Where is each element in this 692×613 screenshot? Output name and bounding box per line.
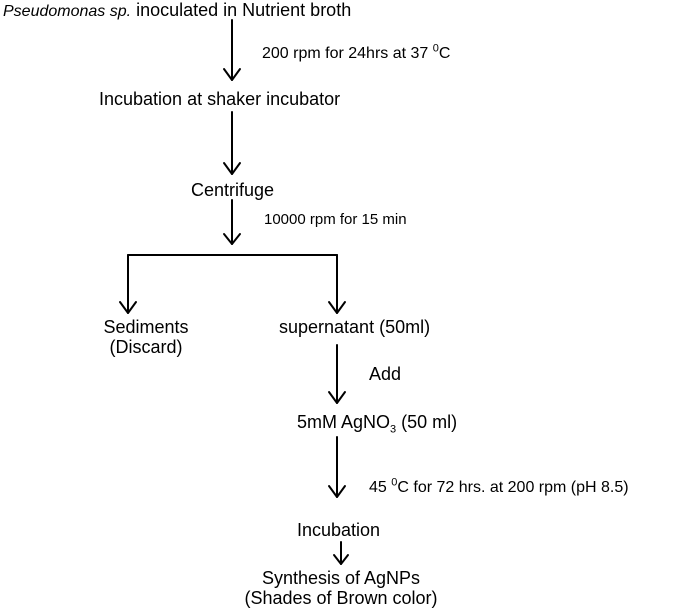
step-inoculation: Pseudomonas sp. inoculated in Nutrient b… — [3, 0, 351, 22]
condition-shaker-unit: C — [438, 45, 451, 62]
condition-centrifuge: 10000 rpm for 15 min — [264, 211, 407, 228]
step-supernatant: supernatant (50ml) — [279, 317, 431, 337]
condition-incubation-text: C for 72 hrs. at 200 rpm (pH 8.5) — [397, 479, 629, 496]
sediments-label: Sediments — [103, 317, 189, 337]
step-agno3: 5mM AgNO3 (50 ml) — [297, 412, 458, 435]
condition-incubation-prefix: 45 — [369, 479, 392, 496]
degree-superscript: 0 — [432, 42, 439, 55]
agno3-suffix: (50 ml) — [396, 412, 458, 432]
step-synthesis: Synthesis of AgNPs (Shades of Brown colo… — [231, 568, 451, 608]
step-shaker-incubation: Incubation at shaker incubator — [99, 89, 341, 109]
condition-shaker: 200 rpm for 24hrs at 37 0C — [262, 42, 451, 64]
step-centrifuge: Centrifuge — [191, 180, 275, 200]
label-add: Add — [369, 364, 402, 384]
arrow-to-sediments — [119, 254, 137, 314]
sediments-note: (Discard) — [109, 337, 183, 357]
arrow-incubation-to-synthesis — [333, 541, 349, 565]
condition-incubation: 45 0C for 72 hrs. at 200 rpm (pH 8.5) — [369, 476, 629, 498]
arrow-to-supernatant — [328, 254, 346, 314]
arrow-supernatant-to-agno3 — [328, 344, 346, 404]
degree-superscript: 0 — [391, 476, 398, 489]
inoculation-text: inoculated in Nutrient broth — [131, 0, 352, 20]
step-sediments: Sediments (Discard) — [96, 317, 196, 357]
organism-name: Pseudomonas sp. — [3, 3, 132, 20]
arrow-agno3-to-incubation — [328, 436, 346, 498]
synthesis-note: (Shades of Brown color) — [244, 588, 438, 608]
synthesis-label: Synthesis of AgNPs — [261, 568, 421, 588]
arrow-start-to-shaker — [223, 19, 241, 81]
agno3-subscript: 3 — [390, 423, 397, 436]
step-incubation: Incubation — [297, 520, 381, 540]
condition-shaker-text: 200 rpm for 24hrs at 37 — [262, 45, 433, 62]
arrow-shaker-to-centrifuge — [223, 111, 241, 175]
arrow-centrifuge-to-split — [223, 199, 241, 245]
agno3-prefix: 5mM AgNO — [297, 412, 391, 432]
